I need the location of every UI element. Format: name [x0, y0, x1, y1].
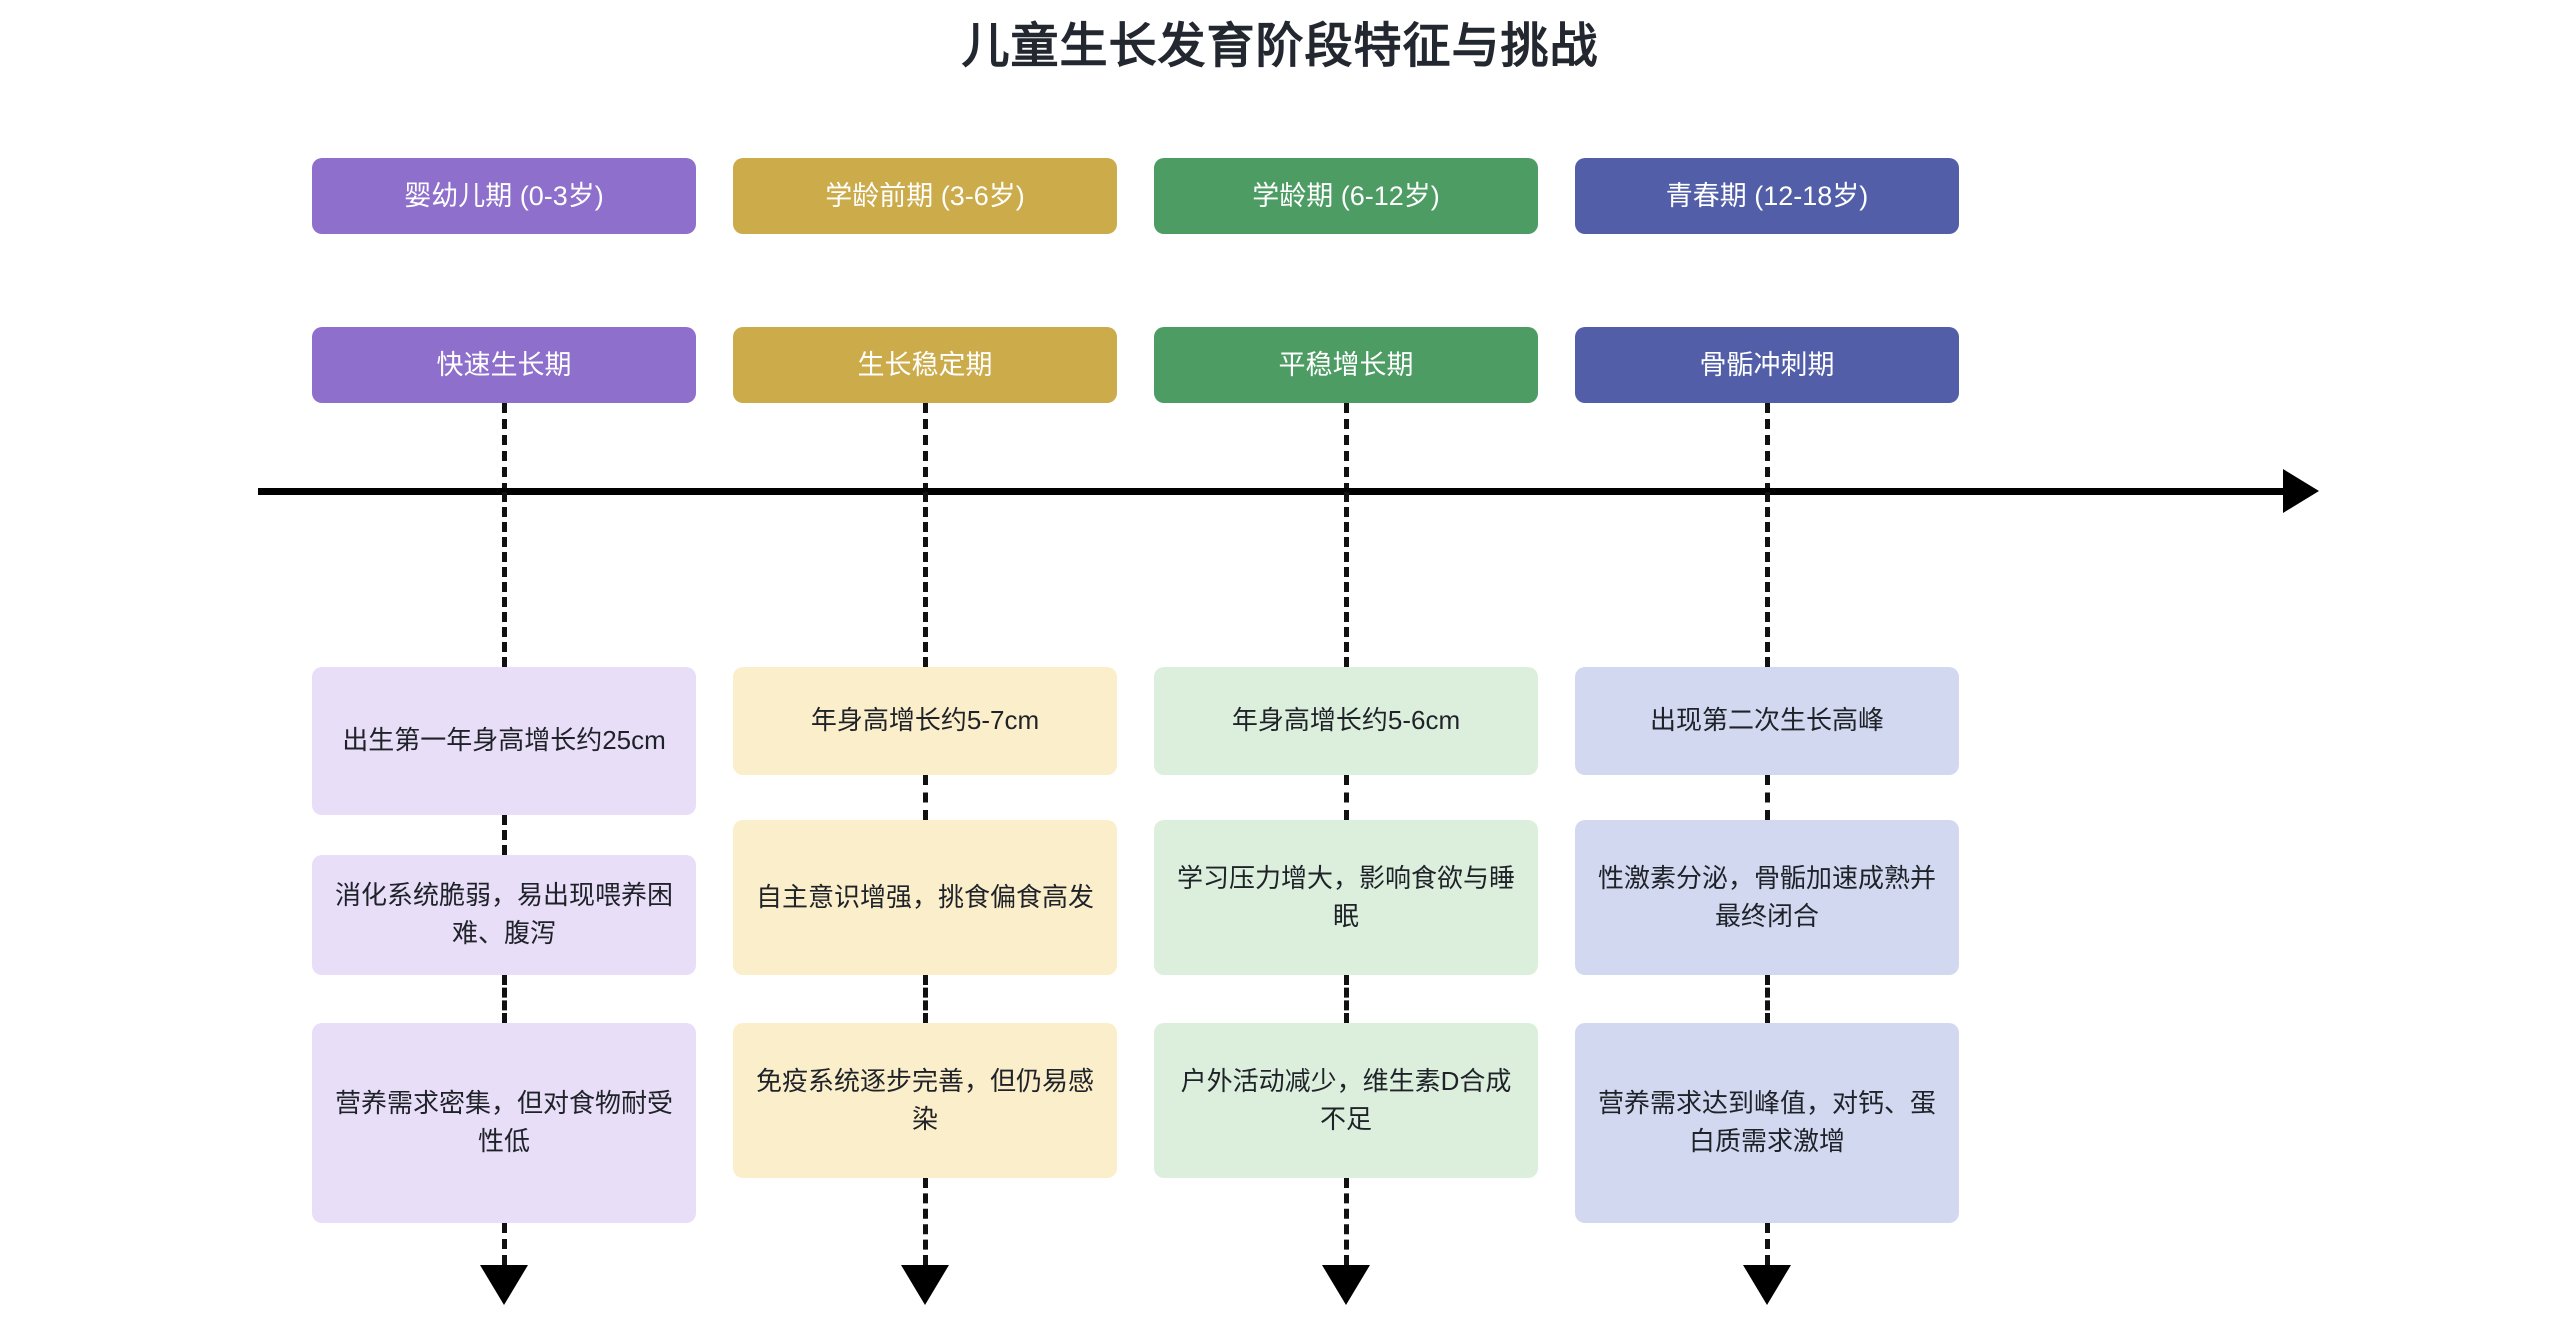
detail-card-text: 营养需求密集，但对食物耐受性低 [334, 1088, 673, 1156]
detail-card[interactable]: 出生第一年身高增长约25cm [312, 667, 696, 815]
connector-dashed-4a [1765, 403, 1770, 493]
stage-chip-4[interactable]: 青春期 (12-18岁) [1575, 158, 1959, 234]
arrow-down-icon-3 [1322, 1265, 1370, 1305]
connector-dashed-3a [1344, 403, 1349, 493]
connector-dashed-1e [502, 1223, 507, 1265]
connector-dashed-4d [1765, 975, 1770, 1023]
connector-dashed-3c [1344, 775, 1349, 820]
detail-card-text: 性激素分泌，骨骺加速成熟并最终闭合 [1597, 862, 1936, 931]
connector-dashed-2b [923, 492, 928, 667]
connector-dashed-3e [1344, 1178, 1349, 1265]
connector-dashed-2a [923, 403, 928, 493]
stage-chip-2[interactable]: 学龄前期 (3-6岁) [733, 158, 1117, 234]
detail-card[interactable]: 消化系统脆弱，易出现喂养困难、腹泻 [312, 855, 696, 975]
phase-chip-2-label: 生长稳定期 [857, 349, 993, 380]
detail-card-text: 出生第一年身高增长约25cm [342, 725, 666, 756]
phase-chip-3-label: 平稳增长期 [1278, 349, 1414, 380]
detail-card-text: 年身高增长约5-7cm [810, 705, 1040, 736]
connector-dashed-2e [923, 1178, 928, 1265]
timeline-axis [258, 488, 2290, 495]
detail-card[interactable]: 免疫系统逐步完善，但仍易感染 [733, 1023, 1117, 1178]
connector-dashed-1a [502, 403, 507, 493]
phase-chip-1-label: 快速生长期 [436, 349, 572, 380]
phase-chip-3[interactable]: 平稳增长期 [1154, 327, 1538, 403]
stage-chip-1-label: 婴幼儿期 (0-3岁) [404, 180, 604, 211]
detail-card[interactable]: 营养需求达到峰值，对钙、蛋白质需求激增 [1575, 1023, 1959, 1223]
arrow-right-icon [2283, 469, 2319, 513]
stage-chip-3[interactable]: 学龄期 (6-12岁) [1154, 158, 1538, 234]
phase-chip-2[interactable]: 生长稳定期 [733, 327, 1117, 403]
detail-card-text: 营养需求达到峰值，对钙、蛋白质需求激增 [1597, 1088, 1936, 1156]
connector-dashed-1c [502, 815, 507, 855]
page-title: 儿童生长发育阶段特征与挑战 [961, 20, 1599, 73]
detail-card[interactable]: 出现第二次生长高峰 [1575, 667, 1959, 775]
connector-dashed-2d [923, 975, 928, 1023]
detail-card-text: 出现第二次生长高峰 [1649, 705, 1884, 736]
detail-card[interactable]: 自主意识增强，挑食偏食高发 [733, 820, 1117, 975]
detail-card-text: 消化系统脆弱，易出现喂养困难、腹泻 [334, 880, 673, 948]
connector-dashed-3d [1344, 975, 1349, 1023]
detail-card[interactable]: 学习压力增大，影响食欲与睡眠 [1154, 820, 1538, 975]
stage-chip-1[interactable]: 婴幼儿期 (0-3岁) [312, 158, 696, 234]
detail-card-text: 自主意识增强，挑食偏食高发 [755, 881, 1094, 912]
connector-dashed-1b [502, 492, 507, 667]
detail-card-text: 户外活动减少，维生素D合成不足 [1180, 1065, 1512, 1134]
detail-card-text: 免疫系统逐步完善，但仍易感染 [755, 1065, 1094, 1134]
arrow-down-icon-2 [901, 1265, 949, 1305]
phase-chip-4-label: 骨骺冲刺期 [1699, 349, 1835, 380]
connector-dashed-4c [1765, 775, 1770, 820]
connector-dashed-3b [1344, 492, 1349, 667]
detail-card[interactable]: 年身高增长约5-7cm [733, 667, 1117, 775]
detail-card[interactable]: 户外活动减少，维生素D合成不足 [1154, 1023, 1538, 1178]
stage-chip-2-label: 学龄前期 (3-6岁) [825, 180, 1025, 211]
detail-card[interactable]: 性激素分泌，骨骺加速成熟并最终闭合 [1575, 820, 1959, 975]
detail-card-text: 年身高增长约5-6cm [1231, 705, 1461, 736]
phase-chip-4[interactable]: 骨骺冲刺期 [1575, 327, 1959, 403]
detail-card[interactable]: 营养需求密集，但对食物耐受性低 [312, 1023, 696, 1223]
phase-chip-1[interactable]: 快速生长期 [312, 327, 696, 403]
stage-chip-4-label: 青春期 (12-18岁) [1665, 180, 1869, 211]
detail-card[interactable]: 年身高增长约5-6cm [1154, 667, 1538, 775]
connector-dashed-2c [923, 775, 928, 820]
detail-card-text: 学习压力增大，影响食欲与睡眠 [1176, 862, 1515, 931]
connector-dashed-1d [502, 975, 507, 1023]
arrow-down-icon-1 [480, 1265, 528, 1305]
connector-dashed-4b [1765, 492, 1770, 667]
stage-chip-3-label: 学龄期 (6-12岁) [1252, 180, 1440, 211]
arrow-down-icon-4 [1743, 1265, 1791, 1305]
connector-dashed-4e [1765, 1223, 1770, 1265]
